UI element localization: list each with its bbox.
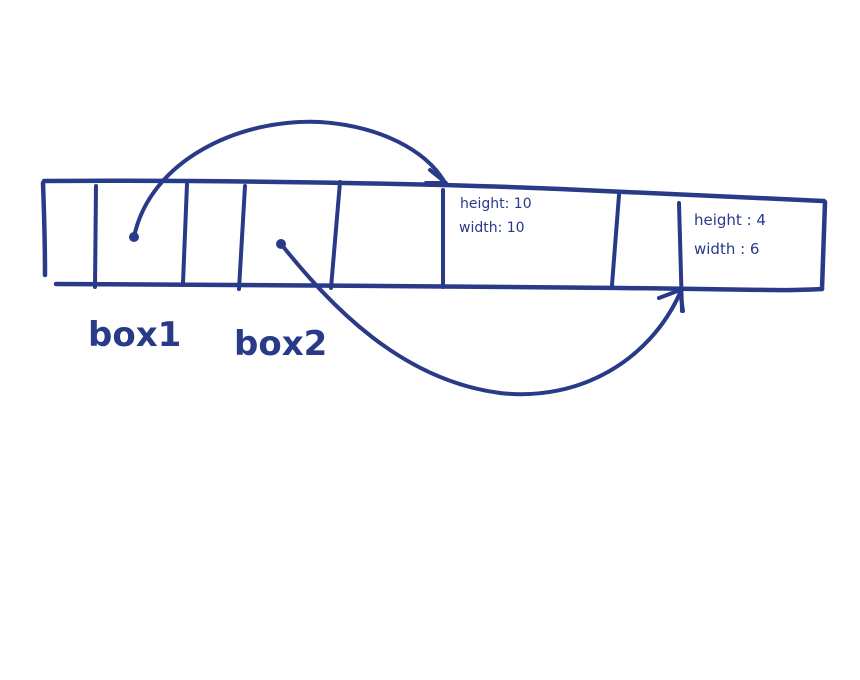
- strip-left-edge: [40, 180, 48, 278]
- divider-3: [237, 184, 247, 291]
- divider-4: [329, 180, 342, 290]
- strip-bottom-edge: [53, 281, 825, 293]
- strip-right-edge: [819, 199, 828, 292]
- cell-dividers: [93, 180, 684, 313]
- object-b-height: height : 4: [694, 211, 766, 229]
- label-box2: box2: [234, 324, 327, 364]
- object-a-width: width: 10: [459, 220, 525, 236]
- pointer-box1-arrowhead: [424, 168, 448, 185]
- object-b: height : 4 width : 6: [694, 211, 766, 258]
- pointer-box2-arrowhead: [657, 288, 685, 313]
- divider-1: [93, 184, 98, 289]
- object-b-width: width : 6: [694, 240, 759, 258]
- strip-top-edge: [41, 178, 827, 204]
- divider-2: [181, 182, 189, 285]
- pointer-box2-arrow-curve: [279, 242, 682, 397]
- object-a: height: 10 width: 10: [459, 196, 532, 236]
- memory-strip: [40, 178, 828, 293]
- divider-6: [610, 193, 621, 287]
- pointer-box1-arrow-curve: [132, 119, 446, 239]
- label-box1: box1: [88, 315, 181, 355]
- pointer-box1: [129, 119, 448, 242]
- pointer-box2: [276, 239, 685, 397]
- object-a-height: height: 10: [460, 196, 532, 212]
